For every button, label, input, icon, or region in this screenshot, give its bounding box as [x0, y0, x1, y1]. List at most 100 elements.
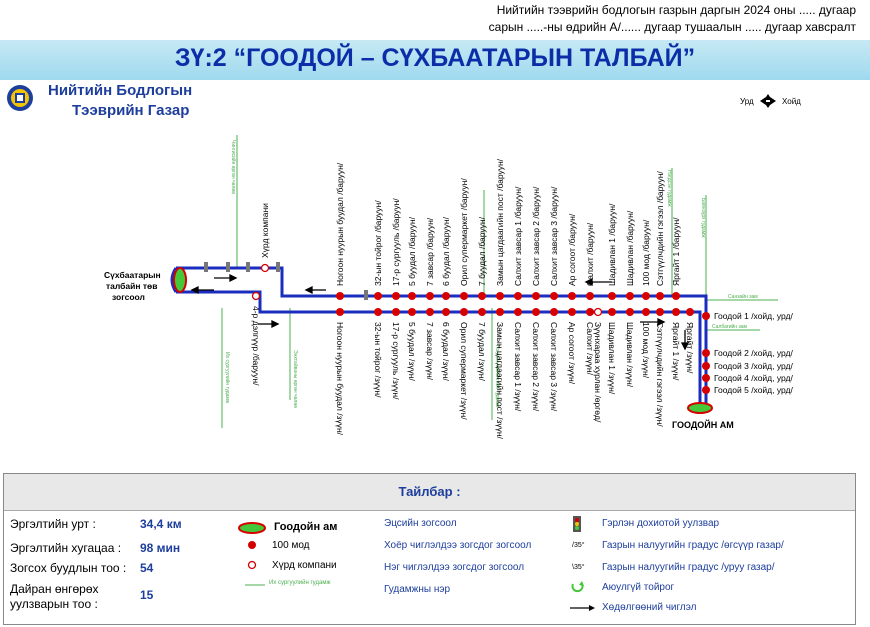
title-band [0, 40, 870, 80]
stop-bottom-marker[interactable] [392, 308, 400, 316]
stop-bottom-marker[interactable] [656, 308, 664, 316]
stop-bottom-marker[interactable] [532, 308, 540, 316]
stop-bottom-marker[interactable] [478, 308, 486, 316]
stop-bottom-marker[interactable] [442, 308, 450, 316]
stop-bottom-label: Шадивлан 1 /зүүн/ [607, 322, 617, 395]
street-label-1: Чингисийн өргөн чөлөө [230, 140, 237, 194]
stop-east-marker[interactable] [702, 374, 710, 382]
compass-icon [760, 94, 776, 108]
stop-top-marker[interactable] [460, 292, 468, 300]
stop-bottom-label: 5 буудал /зүүн/ [407, 322, 417, 381]
terminal-legend-icon [238, 522, 266, 534]
stop-bottom-marker[interactable] [336, 308, 344, 316]
stop-top-marker[interactable] [608, 292, 616, 300]
direction-arrows [190, 273, 690, 351]
stop-bottom-label: 6 буудал /зүүн/ [441, 322, 451, 381]
stop-top-marker[interactable] [672, 292, 680, 300]
stop-bottom-marker[interactable] [626, 308, 634, 316]
street-label-13: Салбагийн зам [712, 323, 748, 330]
legend-street-name: Гудамжны нэр [384, 584, 451, 595]
legend-stop100-label: 100 мод [272, 540, 310, 551]
stop-top-label: Ар согоот /баруун/ [567, 213, 577, 286]
stop-top-label: 6 буудал /баруун/ [441, 216, 451, 286]
terminal-west-line-3: зогсоол [112, 292, 145, 302]
stop-bottom-marker[interactable] [550, 308, 558, 316]
legend-one-way-stop: Нэг чиглэлдээ зогсдог зогсоол [384, 562, 525, 573]
stop-top-label: 5 буудал /баруун/ [407, 216, 417, 286]
stop-bottom-marker[interactable] [251, 291, 261, 301]
agency-logo-icon [7, 85, 33, 111]
stop-east-marker[interactable] [702, 362, 710, 370]
stop-bottom-marker[interactable] [642, 308, 650, 316]
stop-bottom-marker[interactable] [586, 308, 594, 316]
stop-top-marker[interactable] [442, 292, 450, 300]
stop-top-label: 32-ын тойрог /баруун/ [373, 200, 383, 286]
stop-east-marker[interactable] [702, 349, 710, 357]
stop-bottom-marker[interactable] [514, 308, 522, 316]
stop-top-label: Яргайт 1 /баруун/ [671, 217, 681, 286]
legend-two-way-stop: Хоёр чиглэлдээ зогсдог зогсоол [384, 540, 532, 551]
stop-top-marker[interactable] [642, 292, 650, 300]
stop-top-marker[interactable] [626, 292, 634, 300]
stop-top-marker[interactable] [408, 292, 416, 300]
legend-slope-up: Газрын налуугийн градус /өгсүүр газар/ [602, 540, 784, 551]
legend-panel: Тайлбар : Эргэлтийн урт : 34,4 км Эргэлт… [3, 473, 856, 625]
slope-up-icon: /35° [572, 542, 585, 549]
legend-signal: Гэрлэн дохиотой уулзвар [602, 518, 720, 529]
street-lines [221, 135, 778, 428]
stop-top-marker[interactable] [374, 292, 382, 300]
street-label-12: Санзайн зам [728, 293, 758, 300]
stop-bottom-label: Ар согоот /зүүн/ [567, 322, 577, 385]
stop-top-marker[interactable] [392, 292, 400, 300]
stop-top-marker[interactable] [550, 292, 558, 300]
stat-length-value: 34,4 км [140, 517, 182, 531]
decree-line-1: Нийтийн тээврийн бодлогын газрын даргын … [496, 3, 856, 17]
stop-bottom-marker[interactable] [568, 308, 576, 316]
stop-top-marker[interactable] [532, 292, 540, 300]
stop-bottom-label: 17-р сургууль /зүүн/ [391, 322, 401, 400]
stop-top-marker[interactable] [586, 292, 594, 300]
stops-bottom: 4-р дэлгүүр /баруун/Ногоон нуурын буудал… [251, 291, 695, 440]
stop-top-label: 7 буудал /баруун/ [477, 216, 487, 286]
stop-bottom-marker[interactable] [593, 307, 603, 317]
stop-top-label: Хүрд компани [260, 203, 270, 258]
stop-top-marker[interactable] [656, 292, 664, 300]
stop-east-label: Гоодой 4 /хойд, урд/ [714, 373, 794, 383]
terminal-west-line-1: Сүхбаатарын [104, 270, 161, 280]
stop-bottom-marker[interactable] [426, 308, 434, 316]
stop-top-label: 17-р сургууль /баруун/ [391, 198, 401, 286]
stop-top-marker[interactable] [260, 263, 270, 273]
stop-bottom-marker[interactable] [608, 308, 616, 316]
stop-bottom-label: Сэтгүүлчдийн гэгээл /зүүн/ [655, 322, 665, 427]
stop-bottom-marker[interactable] [686, 308, 694, 316]
stop-top-marker[interactable] [336, 292, 344, 300]
stop-bottom-marker[interactable] [374, 308, 382, 316]
stop-bottom-label: Замын цагдаагийн пост /зүүн/ [495, 322, 505, 440]
stop-top-label: Ногоон нуурын буудал /баруун/ [335, 162, 345, 286]
stop-top-label: Замын цагдаагийн пост /баруун/ [495, 158, 505, 286]
stop-top-label: Орил супермаркет /баруун/ [459, 178, 469, 286]
stat-crossings-value: 15 [140, 588, 154, 602]
stop-east-marker[interactable] [702, 312, 710, 320]
stat-length-label: Эргэлтийн урт : [10, 517, 96, 531]
terminal-west-line-2: талбайн төв [106, 281, 157, 291]
stop-bottom-label: Яргайт 1 /зүүн/ [671, 322, 681, 381]
stop-bottom-marker[interactable] [460, 308, 468, 316]
stop-top-label: Салхит завсар 1 /баруун/ [513, 186, 523, 286]
stop-bottom-label: Салхит завсар 3 /зүүн/ [549, 322, 559, 412]
stop-bottom-marker[interactable] [672, 308, 680, 316]
stop-top-marker[interactable] [568, 292, 576, 300]
stop-bottom-marker[interactable] [408, 308, 416, 316]
compass-right: Хойд [782, 97, 801, 106]
stop-top-label: Салхит /баруун/ [585, 222, 595, 286]
stop-top-marker[interactable] [426, 292, 434, 300]
stat-duration-label: Эргэлтийн хугацаа : [10, 541, 122, 555]
stop-top-marker[interactable] [514, 292, 522, 300]
stop-bottom-marker[interactable] [496, 308, 504, 316]
terminal-east-label: ГООДОЙН АМ [672, 419, 734, 430]
stop-east-marker[interactable] [702, 386, 710, 394]
direction-legend-icon [570, 605, 595, 611]
route-map: Урд Хойд Чингисийн өргөн чөлөө Их сургуу… [104, 94, 801, 440]
stop-top-marker[interactable] [478, 292, 486, 300]
stop-top-marker[interactable] [496, 292, 504, 300]
